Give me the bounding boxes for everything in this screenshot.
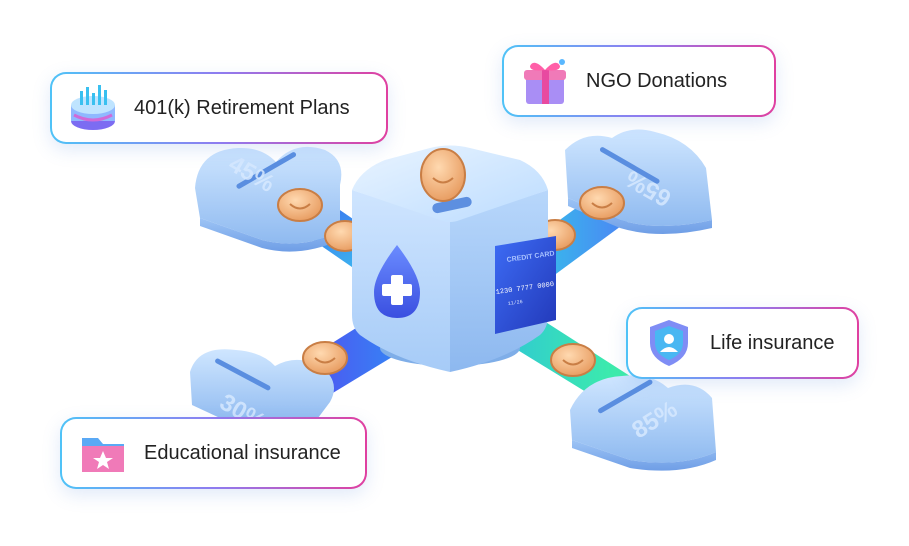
- platform-slot: [236, 152, 297, 189]
- central-box: CREDIT CARD 1230 7777 0000 11/26: [352, 145, 556, 372]
- coin: [302, 341, 348, 375]
- coin: [550, 343, 596, 377]
- card-label: 401(k) Retirement Plans: [134, 96, 350, 119]
- card-ngo-donations[interactable]: NGO Donations: [502, 45, 776, 117]
- coin: [277, 188, 323, 222]
- card-label: Life insurance: [710, 331, 835, 354]
- star-folder-icon: [82, 438, 124, 472]
- gift-box-icon: [524, 59, 566, 104]
- credit-card-expiry: 11/26: [507, 299, 523, 307]
- platform-slot: [215, 358, 271, 391]
- medical-drop-icon: [374, 245, 420, 318]
- platform-slot: [598, 379, 653, 414]
- falling-coin: [420, 148, 466, 202]
- card-label: NGO Donations: [586, 69, 728, 92]
- card-label: Educational insurance: [144, 441, 341, 464]
- platform-slot: [599, 147, 660, 184]
- card-life-insurance[interactable]: Life insurance: [626, 307, 859, 379]
- card-retirement-plans[interactable]: 401(k) Retirement Plans: [50, 72, 388, 144]
- shield-user-icon: [650, 320, 688, 366]
- coin: [579, 186, 625, 220]
- coin-slot: [432, 196, 472, 214]
- credit-card: CREDIT CARD 1230 7777 0000 11/26: [495, 236, 556, 334]
- platform-bottom-right: 85%: [570, 375, 716, 471]
- cake-chart-icon: [71, 85, 115, 130]
- card-educational-insurance[interactable]: Educational insurance: [60, 417, 367, 489]
